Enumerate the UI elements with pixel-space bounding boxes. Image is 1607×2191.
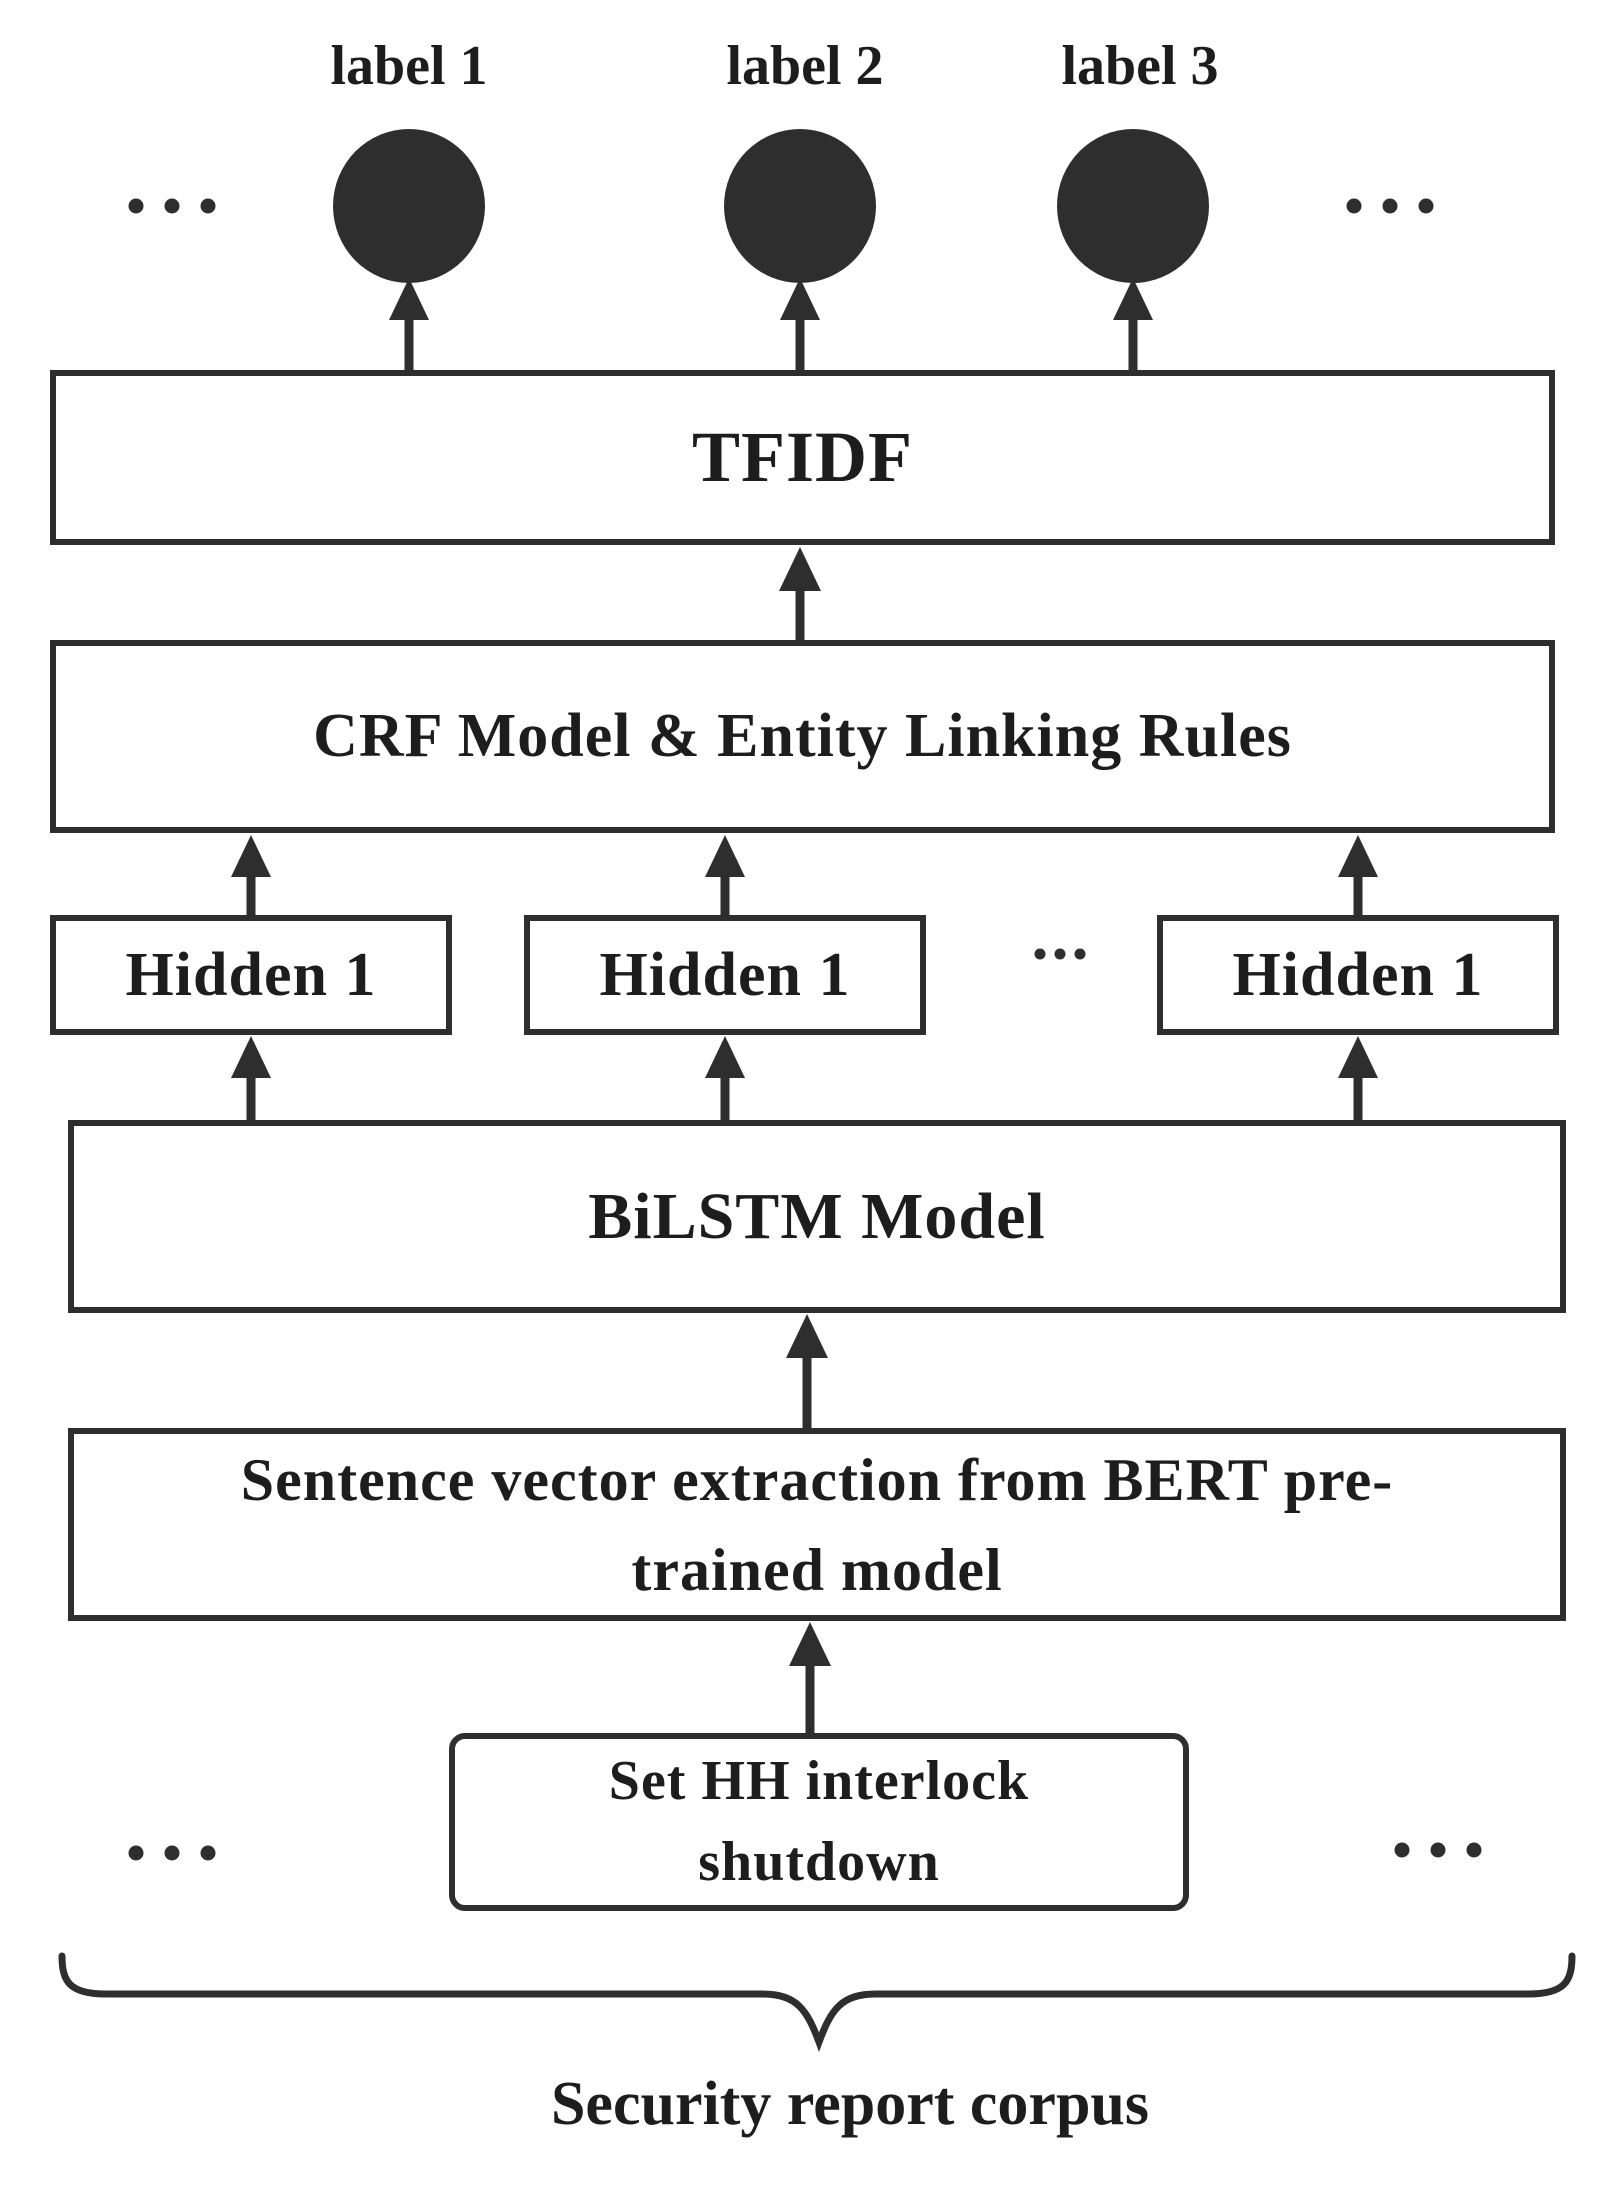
arrow-up-icon xyxy=(1338,835,1378,917)
ellipsis-icon xyxy=(128,1845,216,1861)
arrow-up-icon xyxy=(779,547,821,642)
label-node-circle xyxy=(1057,129,1209,283)
output-label-2: label 2 xyxy=(726,35,884,97)
ellipsis-icon xyxy=(1394,1842,1482,1858)
hidden-label: Hidden 1 xyxy=(125,940,377,1009)
ellipsis-icon xyxy=(1034,948,1086,960)
crf-label: CRF Model & Entity Linking Rules xyxy=(313,702,1292,771)
bert-sentence-line2: trained model xyxy=(631,1536,1003,1603)
arrow-up-icon xyxy=(231,1036,271,1122)
label-node-circle xyxy=(724,129,876,283)
arrow-up-icon xyxy=(786,1314,828,1428)
bert-sentence-box: Sentence vector extraction from BERT pre… xyxy=(68,1428,1566,1621)
tfidf-box: TFIDF xyxy=(50,370,1555,545)
crf-box: CRF Model & Entity Linking Rules xyxy=(50,640,1555,833)
output-label-1: label 1 xyxy=(330,35,488,97)
hidden-box-2: Hidden 1 xyxy=(524,915,926,1035)
bilstm-label: BiLSTM Model xyxy=(588,1179,1046,1253)
bilstm-box: BiLSTM Model xyxy=(68,1120,1566,1313)
tfidf-label: TFIDF xyxy=(692,417,913,498)
arrow-up-icon xyxy=(780,278,820,372)
arrow-up-icon xyxy=(1113,278,1153,372)
hidden-box-1: Hidden 1 xyxy=(50,915,452,1035)
hidden-box-3: Hidden 1 xyxy=(1157,915,1559,1035)
bert-sentence-line1: Sentence vector extraction from BERT pre… xyxy=(240,1446,1394,1513)
arrow-up-icon xyxy=(705,835,745,917)
arrow-up-icon xyxy=(231,835,271,917)
corpus-caption: Security report corpus xyxy=(550,2070,1150,2138)
output-label-3: label 3 xyxy=(1061,35,1219,97)
label-node-circle xyxy=(333,129,485,283)
arrow-up-icon xyxy=(1338,1036,1378,1122)
hidden-label: Hidden 1 xyxy=(599,940,851,1009)
arrow-up-icon xyxy=(789,1622,831,1733)
input-example-box: Set HH interlock shutdown xyxy=(449,1733,1189,1911)
arrow-up-icon xyxy=(705,1036,745,1122)
arrow-up-icon xyxy=(389,278,429,372)
ellipsis-icon xyxy=(128,198,216,214)
hidden-label: Hidden 1 xyxy=(1232,940,1484,1009)
ellipsis-icon xyxy=(1346,198,1434,214)
input-example-line1: Set HH interlock xyxy=(608,1749,1030,1812)
curly-brace-icon xyxy=(58,1952,1576,2052)
input-example-line2: shutdown xyxy=(698,1831,940,1893)
